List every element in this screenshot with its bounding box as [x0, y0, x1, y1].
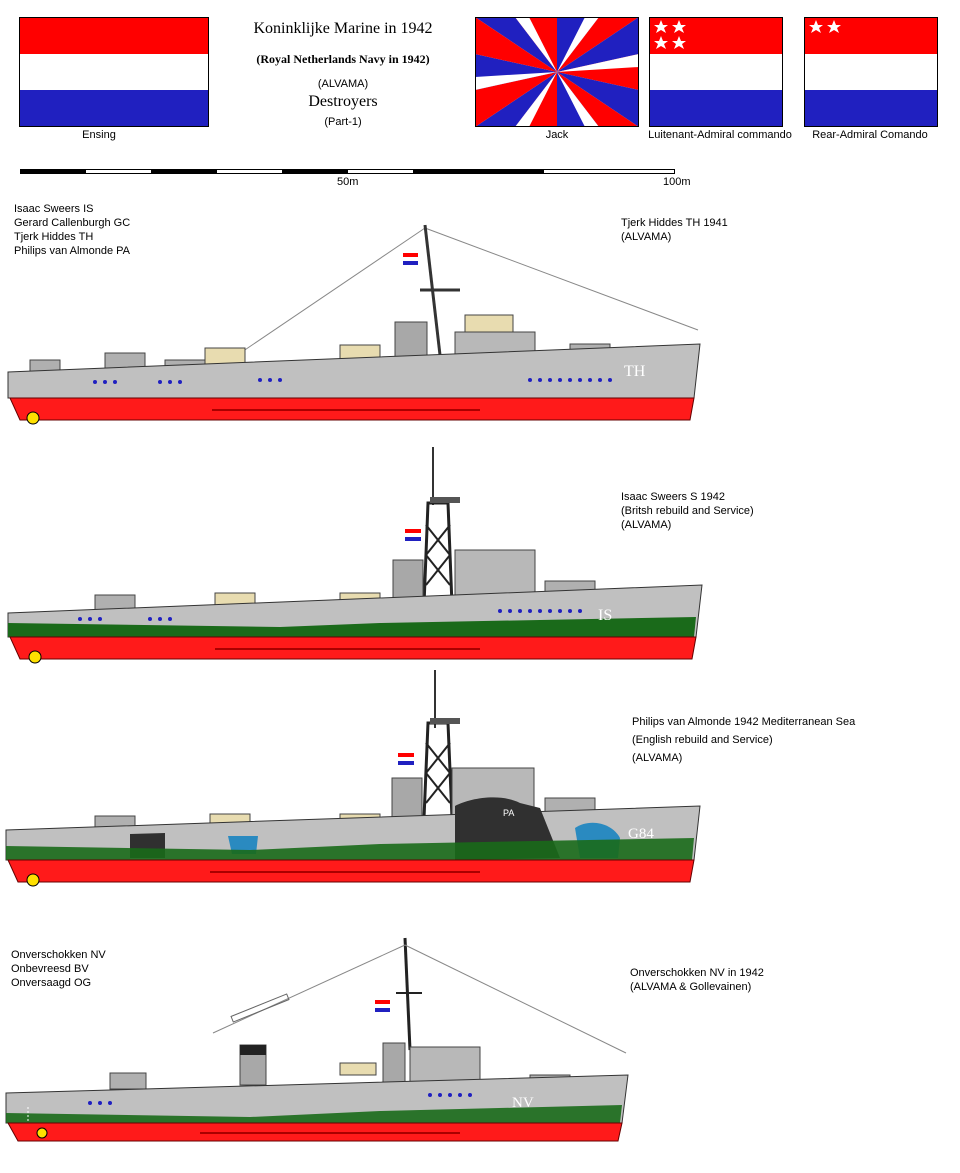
rear-admiral-caption: Rear-Admiral Comando [812, 129, 928, 141]
author-label: (ALVAMA) [317, 78, 369, 90]
mast-flag [405, 529, 421, 541]
section-title: Destroyers [308, 93, 378, 110]
mast-flag [375, 1000, 390, 1012]
ship-profile-tjerk-hiddes: TH [7, 224, 701, 425]
ensign-caption: Ensing [82, 129, 116, 141]
ship-caption-1: Tjerk Hiddes TH 1941 (ALVAMA) [621, 216, 728, 244]
ship-caption-4: Onverschokken NV in 1942 (ALVAMA & Golle… [630, 966, 764, 994]
page-subtitle: (Royal Netherlands Navy in 1942) [256, 52, 430, 66]
ship-profile-isaac-sweers: IS [7, 447, 703, 664]
caption-line: (ALVAMA) [621, 519, 672, 531]
caption-line: Philips van Almonde 1942 Mediterranean S… [632, 716, 856, 728]
ship-profile-philips-van-almonde: PA G84 [5, 670, 701, 887]
funnel-code-label: PA [503, 808, 514, 818]
caption-line: (ALVAMA) [632, 752, 683, 764]
lieutenant-admiral-flag [649, 17, 783, 127]
caption-line: Tjerk Hiddes TH 1941 [621, 217, 728, 229]
ship-profile-onverschokken: NV [5, 937, 629, 1142]
jack-flag [475, 17, 639, 127]
ensign-flag [19, 17, 209, 127]
caption-line: Isaac Sweers S 1942 [621, 491, 725, 503]
mast-flag [403, 253, 418, 265]
caption-line: (English rebuild and Service) [632, 734, 773, 746]
class-list-1: Isaac Sweers IS Gerard Callenburgh GC Tj… [14, 202, 130, 258]
hull-code-label: NV [512, 1095, 534, 1111]
class-item: Philips van Almonde PA [14, 245, 130, 257]
ship-caption-3: Philips van Almonde 1942 Mediterranean S… [632, 713, 855, 767]
part-label: (Part-1) [324, 116, 362, 128]
class-item: Onversaagd OG [11, 977, 92, 989]
rear-admiral-flag [804, 17, 938, 127]
caption-line: (ALVAMA) [621, 231, 672, 243]
class-item: Isaac Sweers IS [14, 203, 94, 215]
class-item: Gerard Callenburgh GC [14, 217, 131, 229]
hull-code-label: TH [624, 363, 646, 380]
class-item: Onverschokken NV [11, 949, 106, 961]
class-item: Tjerk Hiddes TH [14, 231, 94, 243]
scale-mid-label: 50m [337, 176, 359, 188]
class-item: Onbevreesd BV [11, 963, 89, 975]
class-list-4: Onverschokken NV Onbevreesd BV Onversaag… [11, 948, 106, 990]
hull-code-label: G84 [628, 826, 654, 842]
scale-bar [20, 169, 675, 176]
caption-line: (ALVAMA & Gollevainen) [630, 981, 752, 993]
caption-line: (Britsh rebuild and Service) [621, 505, 754, 517]
hull-code-label: IS [598, 607, 612, 624]
scale-end-label: 100m [663, 176, 691, 188]
page-title: Koninklijke Marine in 1942 [253, 20, 433, 37]
ship-caption-2: Isaac Sweers S 1942 (Britsh rebuild and … [621, 490, 754, 532]
mast-flag [398, 753, 414, 765]
lieutenant-admiral-caption: Luitenant-Admiral commando [648, 129, 792, 141]
caption-line: Onverschokken NV in 1942 [630, 967, 764, 979]
jack-caption: Jack [545, 129, 569, 141]
